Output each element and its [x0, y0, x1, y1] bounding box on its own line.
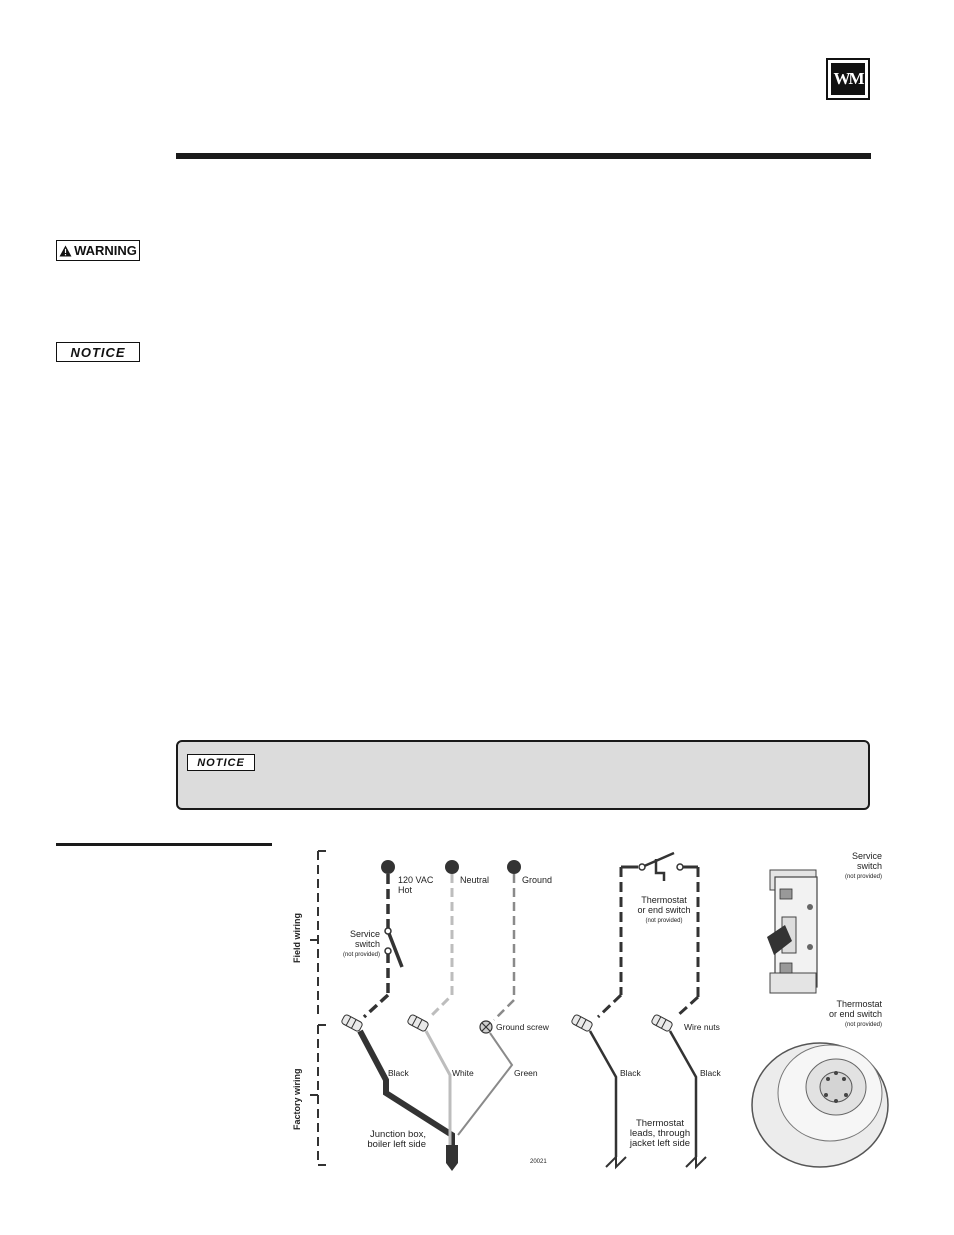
hot-label-1: 120 VAC [398, 875, 434, 885]
photo-thermostat-label-1: Thermostat [836, 999, 882, 1009]
thermostat-photo [751, 1042, 889, 1168]
header-rule [176, 153, 871, 159]
hot-field-wire [362, 874, 404, 1019]
photo-thermostat-label-2: or end switch [829, 1009, 882, 1019]
thermostat-field-wire-left [596, 865, 638, 1019]
thermostat-lead-left [588, 1030, 618, 1157]
warning-triangle-icon [59, 245, 72, 256]
wire-nut-thermostat-right [651, 1014, 673, 1032]
hot-label-2: Hot [398, 885, 413, 895]
thermostat-note: (not provided) [645, 918, 682, 924]
service-switch-photo [767, 869, 818, 994]
brand-logo: WM [826, 58, 870, 100]
field-wiring-label: Field wiring [292, 913, 302, 963]
thermostat-label-1: Thermostat [641, 895, 687, 905]
notice-badge: NOTICE [56, 342, 140, 362]
thermostat-lead-left-break [605, 1154, 627, 1170]
figure-code: 20021 [530, 1159, 547, 1165]
notice-box: NOTICE [176, 740, 870, 810]
brand-logo-mark: WM [831, 63, 865, 95]
white-wire-label: White [452, 1068, 474, 1078]
ground-terminal [507, 860, 521, 874]
white-factory-wire [424, 1030, 452, 1145]
wire-nuts-label: Wire nuts [684, 1022, 720, 1032]
black-factory-wire [357, 1029, 455, 1163]
junction-label-2: boiler left side [367, 1139, 426, 1150]
black-wire-label-1: Black [388, 1068, 410, 1078]
warning-badge: WARNING [56, 240, 140, 261]
notice-box-label: NOTICE [197, 756, 245, 769]
thermostat-lead-right-break [685, 1154, 707, 1170]
wire-nut-hot [341, 1014, 363, 1032]
thermostat-contact-right [676, 863, 684, 871]
thermostat-leads-label-2: leads, through [630, 1128, 690, 1139]
photo-service-label-1: Service [852, 851, 882, 861]
field-wiring-bracket [310, 850, 326, 1015]
service-switch-label-2: switch [355, 939, 380, 949]
junction-label-1: Junction box, [370, 1129, 426, 1140]
neutral-terminal [445, 860, 459, 874]
black-wire-label-2: Black [620, 1068, 642, 1078]
thermostat-label-2: or end switch [637, 905, 690, 915]
factory-wiring-bracket [310, 1024, 326, 1166]
green-factory-wire [457, 1032, 514, 1136]
thermostat-leads-label-3: jacket left side [629, 1138, 690, 1149]
thermostat-lead-right [668, 1030, 698, 1157]
black-wire-label-3: Black [700, 1068, 722, 1078]
service-switch-contact-bottom [384, 947, 392, 955]
photo-thermostat-note: (not provided) [845, 1022, 882, 1028]
notice-label: NOTICE [70, 344, 126, 360]
junction-arrow [446, 1145, 458, 1171]
photo-service-note: (not provided) [845, 874, 882, 880]
neutral-label: Neutral [460, 875, 489, 885]
thermostat-contact-left [638, 863, 646, 871]
thermostat-switch [641, 851, 675, 881]
neutral-field-wire [428, 874, 454, 1019]
ground-label: Ground [522, 875, 552, 885]
warning-label: WARNING [74, 243, 137, 258]
ground-screw-label: Ground screw [496, 1022, 550, 1032]
service-switch-label-1: Service [350, 929, 380, 939]
service-switch-note: (not provided) [343, 952, 380, 958]
figure-rule [56, 843, 272, 846]
wiring-diagram: Field wiring Factory wiring [292, 850, 889, 1171]
green-wire-label: Green [514, 1068, 538, 1078]
factory-wiring-label: Factory wiring [292, 1068, 302, 1130]
wire-nut-neutral [407, 1014, 429, 1032]
ground-screw [479, 1020, 493, 1034]
service-switch-contact-top [384, 927, 392, 935]
ground-field-wire [493, 874, 516, 1021]
thermostat-leads-label-1: Thermostat [636, 1118, 684, 1129]
notice-box-badge: NOTICE [187, 754, 255, 771]
photo-service-label-2: switch [857, 861, 882, 871]
thermostat-field-wire-right [674, 865, 700, 1019]
hot-terminal [381, 860, 395, 874]
wire-nut-thermostat-left [571, 1014, 593, 1032]
